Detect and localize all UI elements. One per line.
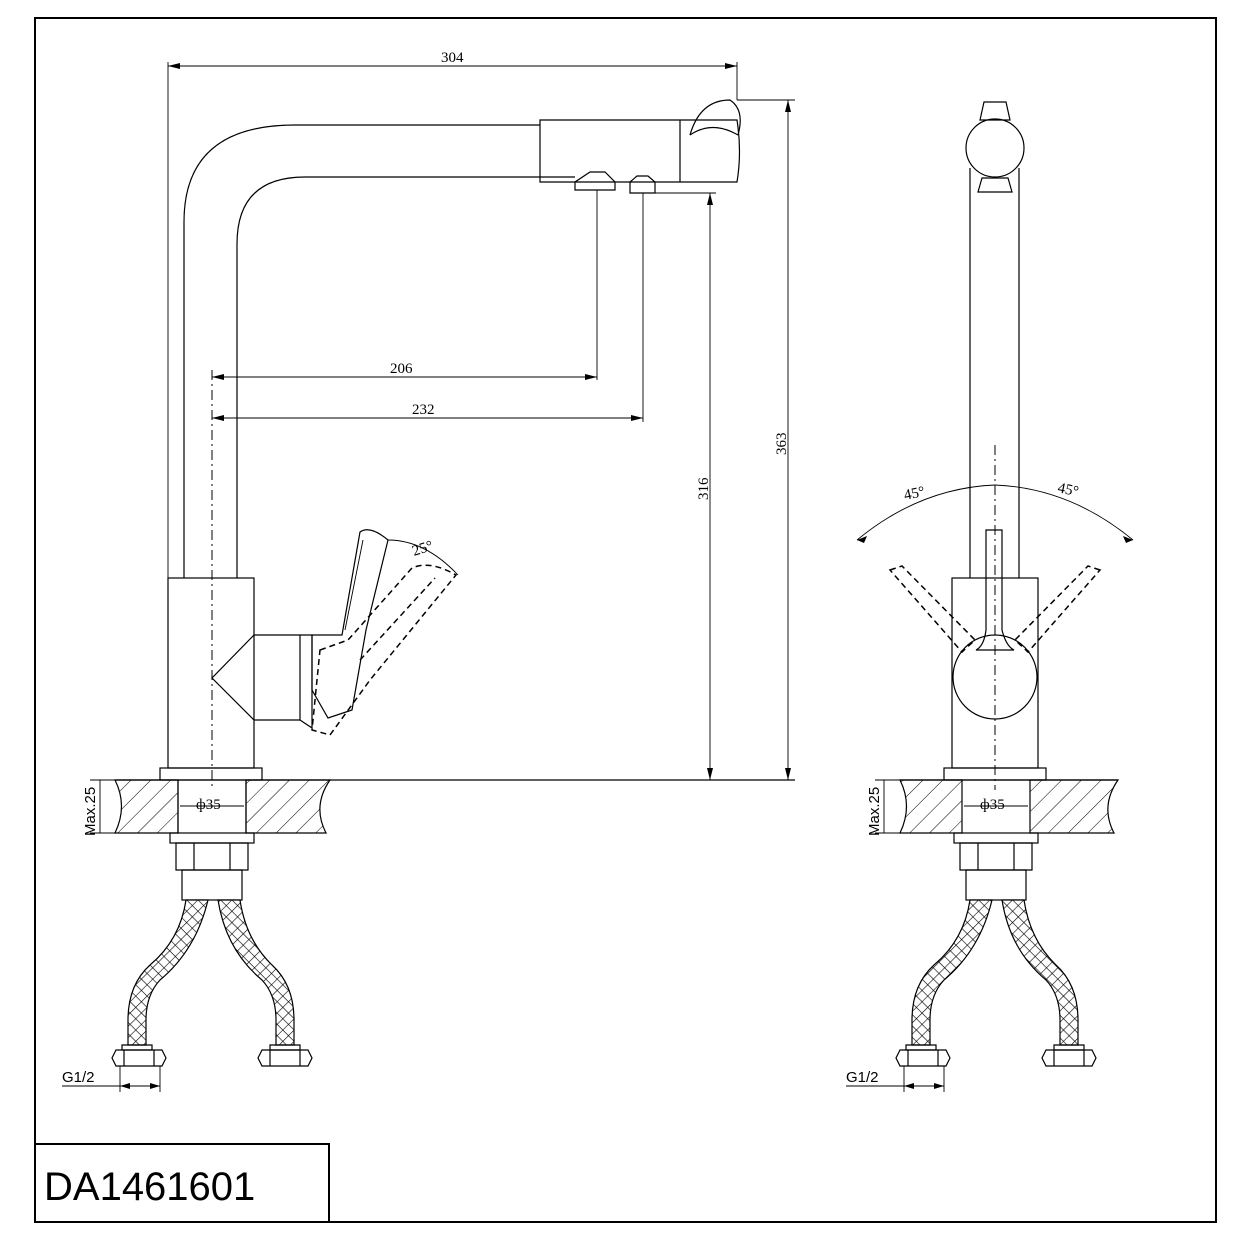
spout-inner <box>236 176 575 578</box>
dim-hole-diameter: ф35 <box>196 797 221 813</box>
side-view: 304 206 232 316 363 25° ф35 <box>62 50 795 1092</box>
title-block <box>34 1143 330 1223</box>
countertop-section-left <box>114 779 179 834</box>
dim-thread: G1/2 <box>62 1069 95 1086</box>
dim-rotation-left: 45° <box>903 484 927 504</box>
handle-ghost-left <box>888 565 977 654</box>
countertop-section-right <box>245 779 332 834</box>
handle <box>311 529 389 719</box>
spray-head-front <box>965 118 1025 178</box>
dim-rotation-right: 45° <box>1056 480 1080 500</box>
drawing-frame <box>34 17 1217 1223</box>
countertop-front-left <box>899 779 963 834</box>
spray-head <box>539 119 741 183</box>
dim-thread-front: G1/2 <box>846 1069 879 1086</box>
dim-outlet-reach-1: 206 <box>390 361 413 377</box>
spout-outer <box>183 124 540 578</box>
mounting-nut <box>175 842 249 871</box>
outlet-1 <box>574 171 616 191</box>
faucet-body <box>167 577 255 769</box>
model-code: DA1461601 <box>44 1165 255 1209</box>
hose-nut-left <box>111 1049 167 1067</box>
dim-overall-reach: 304 <box>441 50 464 66</box>
handle-ghost-right <box>1013 565 1102 654</box>
countertop-front-right <box>1029 779 1120 834</box>
dim-hole-diameter-front: ф35 <box>980 797 1005 813</box>
handle-tilted-ghost <box>311 564 458 736</box>
dim-max-counter-front: Max.25 <box>866 787 883 836</box>
front-view: 45° 45° ф35 Max.25 G1/2 <box>846 101 1134 1092</box>
dim-handle-tilt: 25° <box>410 538 435 560</box>
handle-front <box>975 529 1015 651</box>
dim-outlet-reach-2: 232 <box>412 402 435 418</box>
hose-right <box>217 899 295 1046</box>
dim-outlet-height: 316 <box>696 477 712 500</box>
hose-nut-right <box>257 1049 313 1067</box>
dim-overall-height: 363 <box>774 433 790 456</box>
dim-max-counter: Max.25 <box>82 787 99 836</box>
cartridge-housing <box>211 634 301 721</box>
hose-left <box>127 899 209 1046</box>
outlet-2 <box>629 175 656 194</box>
